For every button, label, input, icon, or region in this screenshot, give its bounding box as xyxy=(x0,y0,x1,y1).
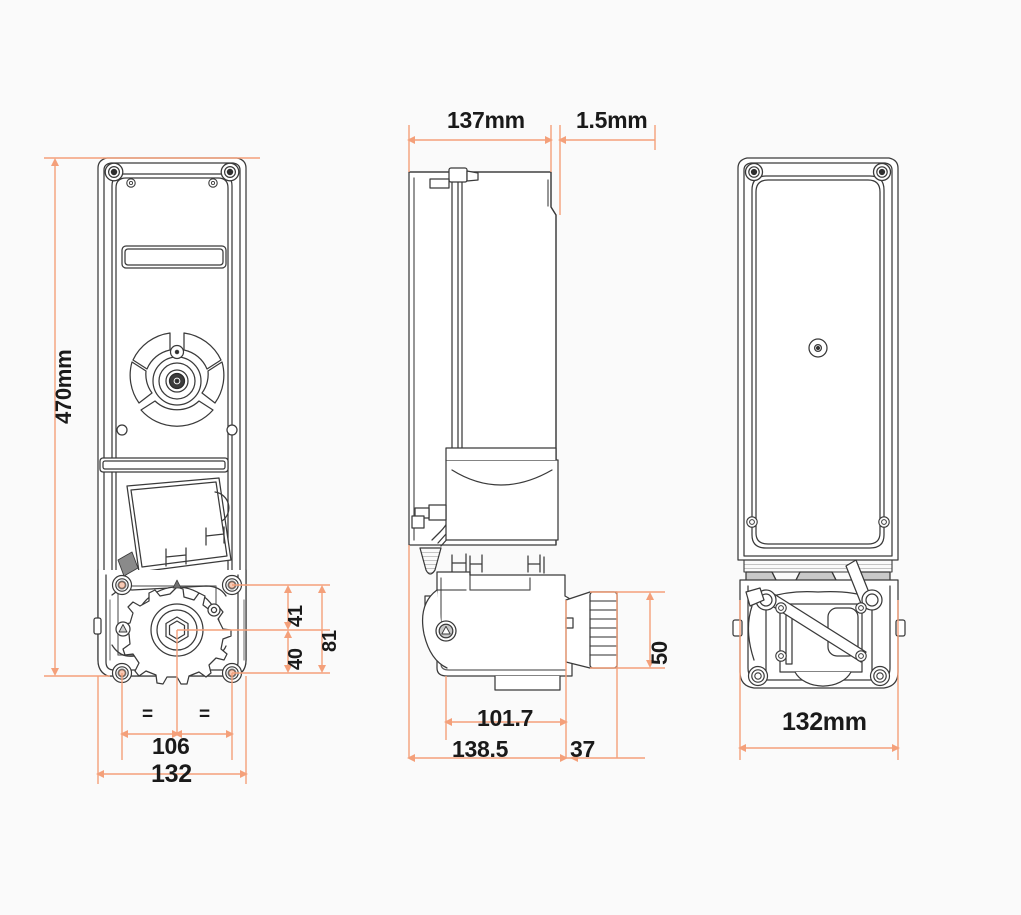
dimension-label-101p7: 101.7 xyxy=(477,705,534,731)
front-view-geometry xyxy=(93,157,247,685)
dimension-label-81: 81 xyxy=(319,630,341,652)
tri-lobe-rotor xyxy=(129,332,225,427)
dimension-label-137mm: 137mm xyxy=(447,107,525,133)
motor-body xyxy=(126,477,232,573)
dimension-label-equal-right: = xyxy=(199,704,211,725)
dimension-label-106: 106 xyxy=(152,733,190,759)
dimension-label-equal-left: = xyxy=(142,704,154,725)
knurled-knob xyxy=(565,591,618,669)
dimension-label-41: 41 xyxy=(285,605,307,627)
dimension-label-1p5mm: 1.5mm xyxy=(576,107,648,133)
dimension-lines xyxy=(44,125,900,784)
dimension-label-138p5: 138.5 xyxy=(452,736,509,762)
dimension-label-40: 40 xyxy=(285,648,307,670)
side-view-geometry xyxy=(408,167,618,691)
dimension-label-132: 132 xyxy=(151,760,192,788)
dimension-label-50: 50 xyxy=(647,641,672,665)
dimension-label-37: 37 xyxy=(570,736,595,762)
dimension-label-132mm: 132mm xyxy=(782,708,867,736)
rear-view-geometry xyxy=(732,157,906,689)
dimension-label-470mm: 470mm xyxy=(51,349,76,424)
